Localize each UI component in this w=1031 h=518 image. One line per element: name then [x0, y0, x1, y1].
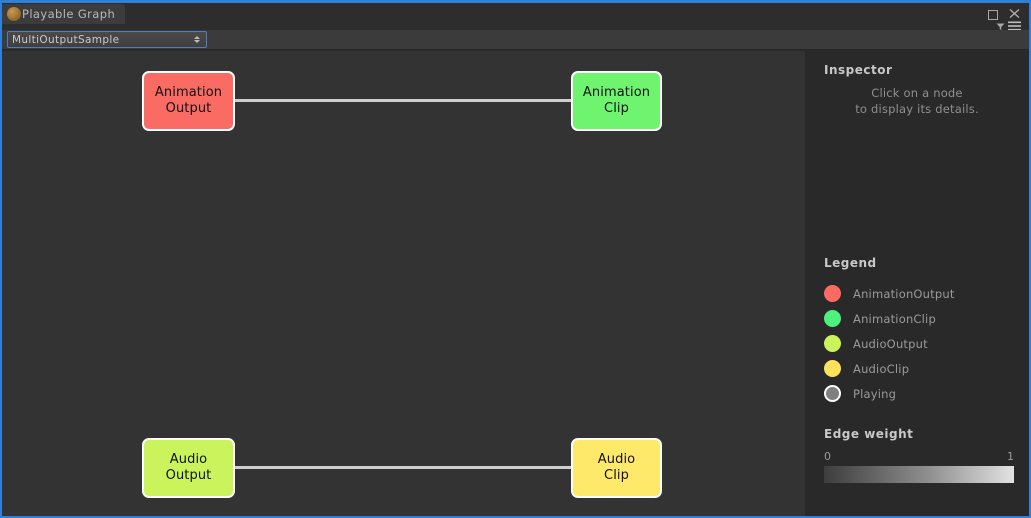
- unity-playable-icon: [7, 7, 21, 21]
- legend-color-swatch: [824, 310, 841, 327]
- chevron-updown-icon: [194, 36, 200, 43]
- graph-node-label-line-2: Clip: [604, 101, 629, 116]
- legend-item-label: AudioOutput: [853, 336, 928, 351]
- inspector-empty-hint: Click on a node to display its details.: [805, 86, 1029, 117]
- graph-node-label-line-1: Audio: [169, 452, 208, 468]
- inspector-section: Inspector Click on a node to display its…: [805, 63, 1029, 117]
- graph-node-label-line-2: Output: [165, 468, 212, 483]
- legend-title: Legend: [824, 256, 877, 270]
- inspector-hint-line-2: to display its details.: [855, 101, 979, 116]
- close-icon[interactable]: [1008, 7, 1021, 20]
- legend-color-swatch: [824, 285, 841, 302]
- window-menu-row: [996, 21, 1021, 31]
- graph-node-label-line-1: Animation: [582, 85, 651, 101]
- edge-weight-scale: 0 1: [824, 450, 1014, 463]
- filter-icon[interactable]: [996, 22, 1005, 31]
- edge-weight-gradient-bar: [824, 466, 1014, 483]
- tab-label: Playable Graph: [22, 7, 116, 21]
- graph-selector-dropdown[interactable]: MultiOutputSample: [7, 31, 207, 48]
- legend-color-swatch: [824, 335, 841, 352]
- edge-weight-title: Edge weight: [824, 427, 914, 441]
- legend-item-label: Playing: [853, 386, 897, 401]
- maximize-icon[interactable]: [986, 7, 999, 20]
- edge-weight-section: Edge weight 0 1: [824, 427, 1014, 483]
- legend-item: Playing: [824, 381, 1024, 406]
- window-controls: [986, 7, 1021, 20]
- sidebar-panel: Inspector Click on a node to display its…: [805, 51, 1029, 516]
- legend-item: AnimationClip: [824, 306, 1024, 331]
- graph-edge[interactable]: [235, 99, 571, 102]
- graph-node-label-line-1: Animation: [154, 85, 223, 101]
- legend-item-label: AnimationClip: [853, 311, 936, 326]
- tab-playable-graph[interactable]: Playable Graph: [2, 4, 126, 24]
- legend-color-swatch: [824, 360, 841, 377]
- window-titlebar: Playable Graph: [2, 3, 1029, 31]
- edge-weight-min-label: 0: [824, 450, 831, 463]
- legend-item: AudioClip: [824, 356, 1024, 381]
- legend-item: AnimationOutput: [824, 281, 1024, 306]
- graph-edge[interactable]: [235, 466, 571, 469]
- legend-item-label: AnimationOutput: [853, 286, 955, 301]
- inspector-title: Inspector: [824, 63, 893, 77]
- inspector-hint-line-1: Click on a node: [871, 86, 963, 100]
- legend-item-label: AudioClip: [853, 361, 910, 376]
- graph-toolbar: MultiOutputSample: [2, 30, 1029, 50]
- graph-node-label-line-2: Output: [165, 101, 212, 116]
- legend-color-swatch: [824, 385, 841, 402]
- hamburger-menu-icon[interactable]: [1008, 21, 1021, 31]
- legend-item: AudioOutput: [824, 331, 1024, 356]
- graph-node-label-line-2: Clip: [604, 468, 629, 483]
- graph-selector-value: MultiOutputSample: [12, 33, 120, 46]
- graph-node-label-line-1: Audio: [597, 452, 636, 468]
- edge-weight-max-label: 1: [1007, 450, 1014, 463]
